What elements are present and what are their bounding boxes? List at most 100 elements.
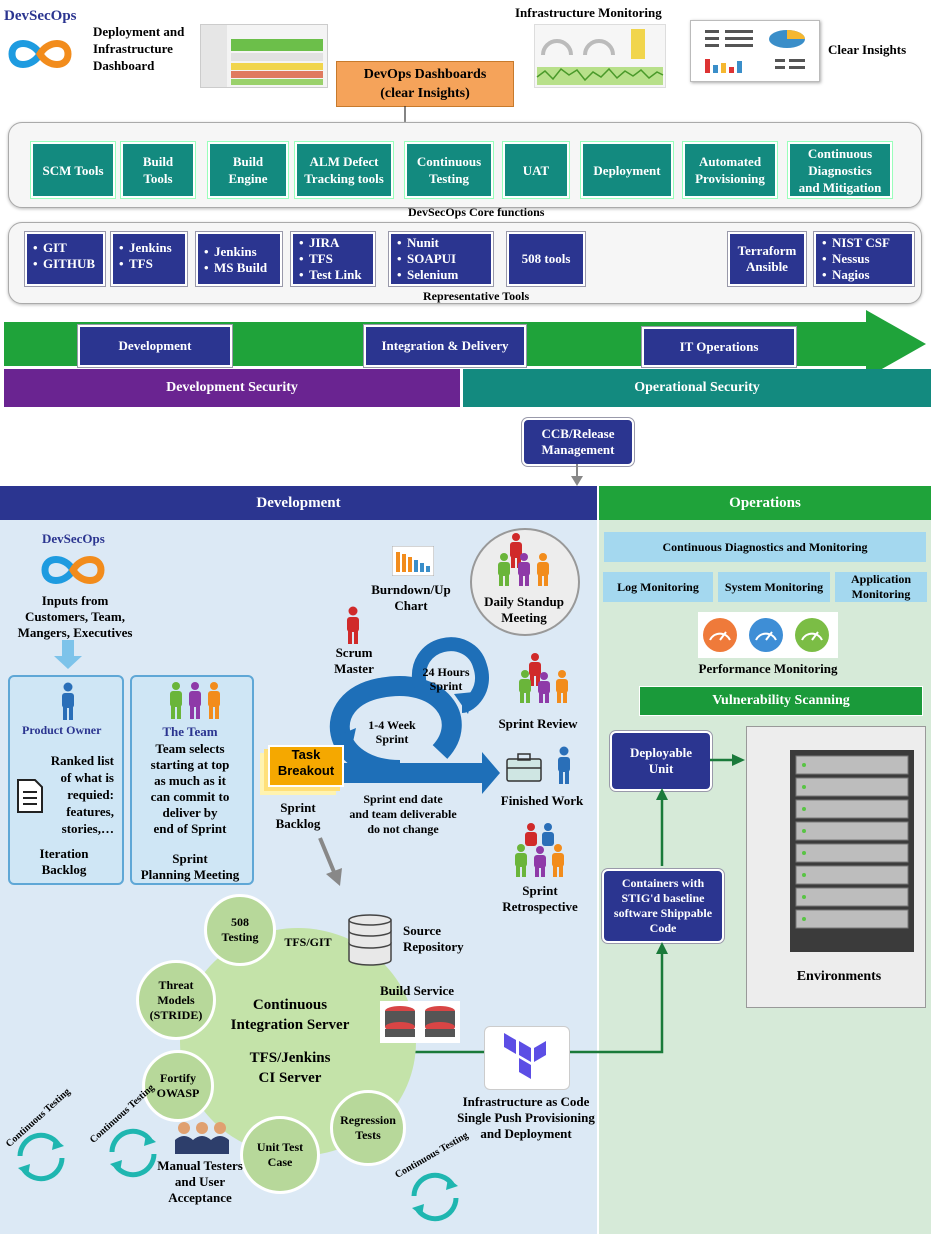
product-owner-label: Product Owner: [22, 723, 102, 737]
scrum-master-icon: [347, 606, 359, 644]
tool-508[interactable]: 508 tools: [507, 232, 585, 286]
tool-group-jenkins-tfs[interactable]: JenkinsTFS: [111, 232, 187, 286]
server-rack-icon: [790, 750, 914, 952]
retrospective-people-icon: [515, 823, 564, 877]
document-icon: [17, 779, 43, 813]
team-people-icon: [170, 682, 220, 719]
dev-infinity-icon: [41, 556, 105, 584]
build-service-label: Build Service: [380, 983, 455, 998]
ops-header: Operations: [599, 486, 931, 520]
logo-text: DevSecOps: [4, 8, 77, 24]
performance-gauges: [698, 612, 838, 658]
tfs-git-label: TFS/GIT: [284, 935, 332, 949]
report-icon: [705, 30, 805, 73]
standup-people-icon: [498, 533, 549, 586]
environments-label: Environments: [796, 969, 882, 984]
dev-logo-text: DevSecOps: [42, 531, 105, 546]
manual-testers-icon: [175, 1122, 229, 1154]
performance-monitoring-label: Performance Monitoring: [698, 661, 838, 676]
scm-tools-box[interactable]: SCM Tools: [31, 142, 115, 198]
briefcase-icon: [506, 753, 542, 782]
down-arrow-icon: [54, 640, 82, 669]
infinity-icon: [8, 40, 72, 68]
sprint-review-people-icon: [519, 653, 568, 703]
tool-group-git[interactable]: GITGITHUB: [25, 232, 105, 286]
devops-dashboards-box[interactable]: DevOps Dashboards (clear Insights): [336, 61, 514, 107]
pipeline-it-ops[interactable]: IT Operations: [642, 327, 796, 367]
continuous-testing-cycle-icon-1: [17, 1132, 65, 1182]
tool-group-jenkins-msbuild[interactable]: JenkinsMS Build: [196, 232, 282, 286]
tool-group-nunit[interactable]: NunitSOAPUISelenium: [389, 232, 493, 286]
development-security-bar: Development Security: [4, 369, 460, 407]
deployment-dashboard-label: Deployment and Infrastructure Dashboard: [93, 24, 185, 73]
log-monitoring-box[interactable]: Log Monitoring: [603, 572, 713, 602]
continuous-testing-cycle-icon-3: [411, 1172, 459, 1222]
tools-caption: Representative Tools: [423, 289, 530, 303]
system-monitoring-box[interactable]: System Monitoring: [718, 572, 830, 602]
infra-monitoring-thumbnail: [534, 24, 666, 88]
daily-standup-circle[interactable]: [470, 528, 580, 636]
tool-group-nist[interactable]: NIST CSFNessusNagios: [814, 232, 914, 286]
uat-box[interactable]: UAT: [503, 142, 569, 198]
continuous-testing-cycle-icon-2: [109, 1128, 157, 1178]
gauge-icon: [536, 29, 664, 85]
deployment-box[interactable]: Deployment: [581, 142, 673, 198]
vulnerability-scanning-box[interactable]: Vulnerability Scanning: [639, 686, 923, 716]
the-team-label: The Team: [162, 724, 218, 739]
database-icon: [348, 914, 392, 966]
operational-security-bar: Operational Security: [463, 369, 931, 407]
pipeline-integration[interactable]: Integration & Delivery: [364, 325, 526, 367]
clear-insights-label: Clear Insights: [828, 42, 907, 57]
deployment-dashboard-thumbnail: [200, 24, 328, 88]
clear-insights-thumbnail: [690, 20, 820, 82]
product-owner-person-icon: [62, 682, 74, 720]
core-functions-caption: DevSecOps Core functions: [408, 205, 545, 219]
burndown-chart-icon: [392, 546, 434, 576]
devsecops-logo: DevSecOps: [4, 8, 77, 80]
tool-group-jira[interactable]: JIRATFSTest Link: [291, 232, 375, 286]
pipeline-development[interactable]: Development: [78, 325, 232, 367]
terraform-icon: [504, 1033, 546, 1079]
sprint-review-label: Sprint Review: [498, 716, 578, 731]
dev-header: Development: [0, 486, 597, 520]
cdm-box[interactable]: Continuous Diagnostics and Monitoring: [604, 532, 926, 562]
ccb-arrow: [571, 464, 583, 486]
